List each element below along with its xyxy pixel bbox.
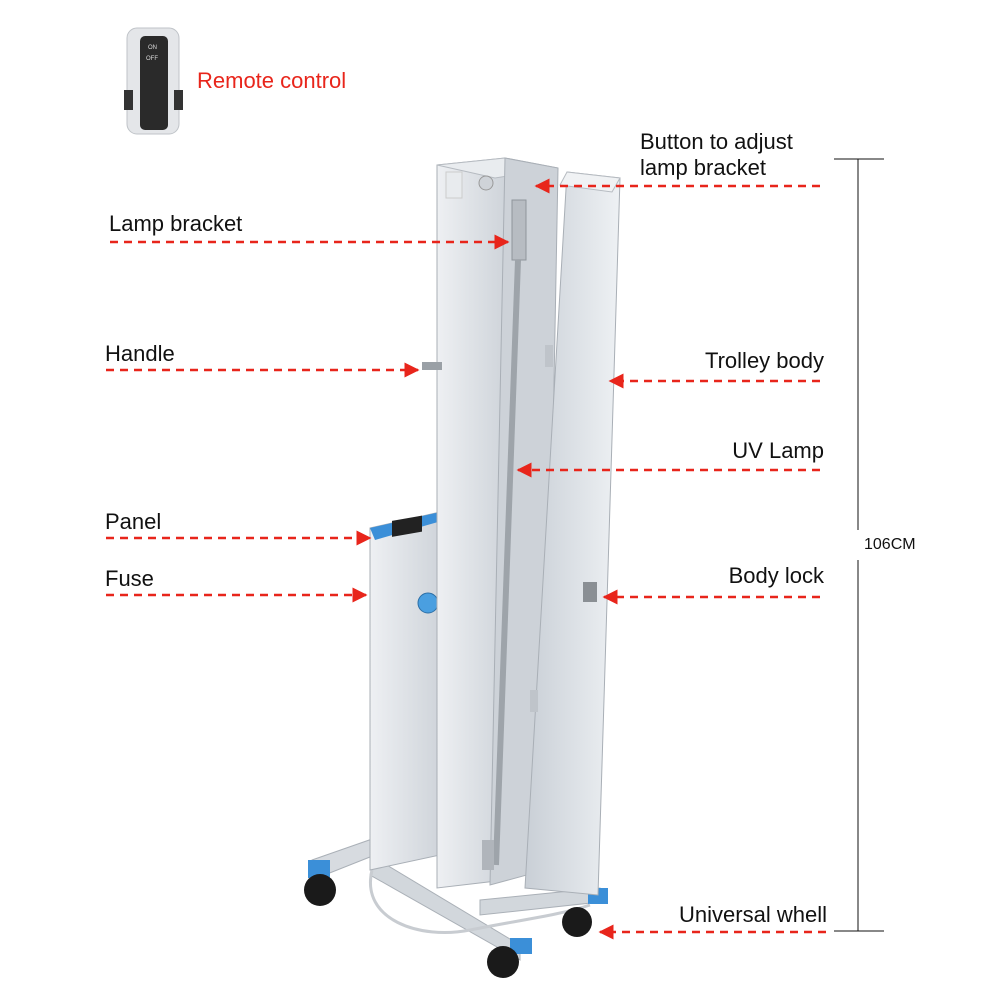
- remote-control-label: Remote control: [197, 68, 347, 93]
- wheels: [304, 874, 592, 978]
- base-frame: [308, 837, 608, 961]
- remote-control: [124, 27, 183, 135]
- label-panel: Panel: [105, 509, 162, 534]
- label-button-adjust-line1: Button to adjust: [640, 129, 793, 154]
- label-fuse: Fuse: [105, 566, 154, 591]
- remote-on-text: ON: [148, 45, 157, 51]
- remote-off-text: OFF: [146, 56, 158, 62]
- label-trolley-body: Trolley body: [704, 348, 824, 373]
- label-lamp-bracket: Lamp bracket: [109, 211, 243, 236]
- label-universal-wheel: Universal whell: [679, 902, 827, 927]
- label-button-adjust-line2: lamp bracket: [640, 155, 766, 180]
- callout-arrows: [106, 178, 826, 940]
- control-box: [369, 511, 445, 871]
- label-handle: Handle: [105, 341, 175, 366]
- label-body-lock: Body lock: [728, 563, 824, 588]
- dimension-indicator: [834, 158, 884, 932]
- height-dimension-label: 106CM: [864, 536, 916, 553]
- label-uv-lamp: UV Lamp: [732, 438, 824, 463]
